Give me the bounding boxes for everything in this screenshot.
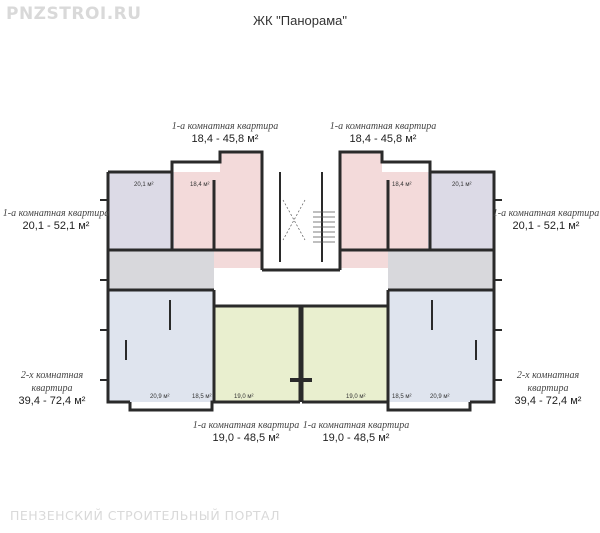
apt-area: 39,4 - 72,4 м² xyxy=(18,395,86,407)
room-area-labels: 20,1 м² 18,4 м² 18,4 м² 20,1 м² 20,9 м² … xyxy=(134,182,471,400)
room-area: 18,5 м² xyxy=(392,394,411,400)
core-walls xyxy=(260,152,342,272)
apt-type: 1-а комнатная квартира xyxy=(171,121,279,132)
apt-left-upper-fill xyxy=(108,172,174,250)
apt-area: 20,1 - 52,1 м² xyxy=(512,220,580,232)
label-apt-top-right: 1-а комнатная квартира 18,4 - 45,8 м² xyxy=(318,120,448,146)
walls xyxy=(100,150,502,412)
apt-area: 19,0 - 48,5 м² xyxy=(212,432,280,444)
stairs xyxy=(282,199,335,243)
apt-right-mid-fill xyxy=(388,250,494,290)
page-title: ЖК "Панорама" xyxy=(252,13,348,28)
partitions-upper-right xyxy=(386,172,432,250)
apt-area: 18,4 - 45,8 м² xyxy=(191,133,259,145)
apt-top-right-fill-ext xyxy=(340,152,382,174)
apt-type: 1-а комнатная квартира xyxy=(302,420,410,431)
watermark-bottom: ПЕНЗЕНСКИЙ СТРОИТЕЛЬНЫЙ ПОРТАЛ xyxy=(10,508,280,523)
apt-right-upper-fill xyxy=(428,172,494,250)
inner-partitions xyxy=(125,300,477,360)
apt-area: 18,4 - 45,8 м² xyxy=(349,133,417,145)
label-apt-left-lower: 2-х комнатная квартира 39,4 - 72,4 м² xyxy=(0,369,104,408)
apt-right-lower-fill xyxy=(388,290,494,402)
apt-type: 1-а комнатная квартира xyxy=(492,208,600,219)
label-apt-right-lower: 2-х комнатная квартира 39,4 - 72,4 м² xyxy=(496,369,600,408)
apt-left-lower-fill xyxy=(108,290,214,402)
apt-bottom-left-fill xyxy=(214,306,300,402)
apt-type: 2-х комнатная квартира xyxy=(516,370,580,394)
apt-type: 1-а комнатная квартира xyxy=(329,121,437,132)
bottom-wall xyxy=(128,400,472,412)
label-apt-right-upper: 1-а комнатная квартира 20,1 - 52,1 м² xyxy=(490,207,600,233)
label-apt-bottom-right: 1-а комнатная квартира 19,0 - 48,5 м² xyxy=(296,419,416,445)
apt-area: 39,4 - 72,4 м² xyxy=(514,395,582,407)
label-apt-bottom-left: 1-а комнатная квартира 19,0 - 48,5 м² xyxy=(186,419,306,445)
room-area: 18,4 м² xyxy=(392,182,411,188)
apt-left-mid-fill xyxy=(108,250,214,290)
label-apt-top-left: 1-а комнатная квартира 18,4 - 45,8 м² xyxy=(160,120,290,146)
label-apt-left-upper: 1-а комнатная квартира 20,1 - 52,1 м² xyxy=(0,207,112,233)
room-area: 18,5 м² xyxy=(192,394,211,400)
apt-top-left-fill-ext xyxy=(220,152,262,174)
room-area: 19,0 м² xyxy=(346,394,365,400)
watermark-top: PNZSTROI.RU xyxy=(6,4,142,24)
apt-type: 1-а комнатная квартира xyxy=(192,420,300,431)
room-area: 20,1 м² xyxy=(134,182,153,188)
window-marks xyxy=(100,199,502,381)
partitions-lower xyxy=(212,290,390,402)
apt-area: 19,0 - 48,5 м² xyxy=(322,432,390,444)
apt-area: 20,1 - 52,1 м² xyxy=(22,220,90,232)
room-area: 18,4 м² xyxy=(190,182,209,188)
room-area: 20,1 м² xyxy=(452,182,471,188)
room-area: 20,9 м² xyxy=(150,394,169,400)
apt-type: 2-х комнатная квартира xyxy=(20,370,84,394)
room-area: 19,0 м² xyxy=(234,394,253,400)
room-area: 20,9 м² xyxy=(430,394,449,400)
partitions-upper xyxy=(108,172,494,252)
apt-type: 1-а комнатная квартира xyxy=(2,208,110,219)
apt-bottom-right-fill xyxy=(302,306,388,402)
